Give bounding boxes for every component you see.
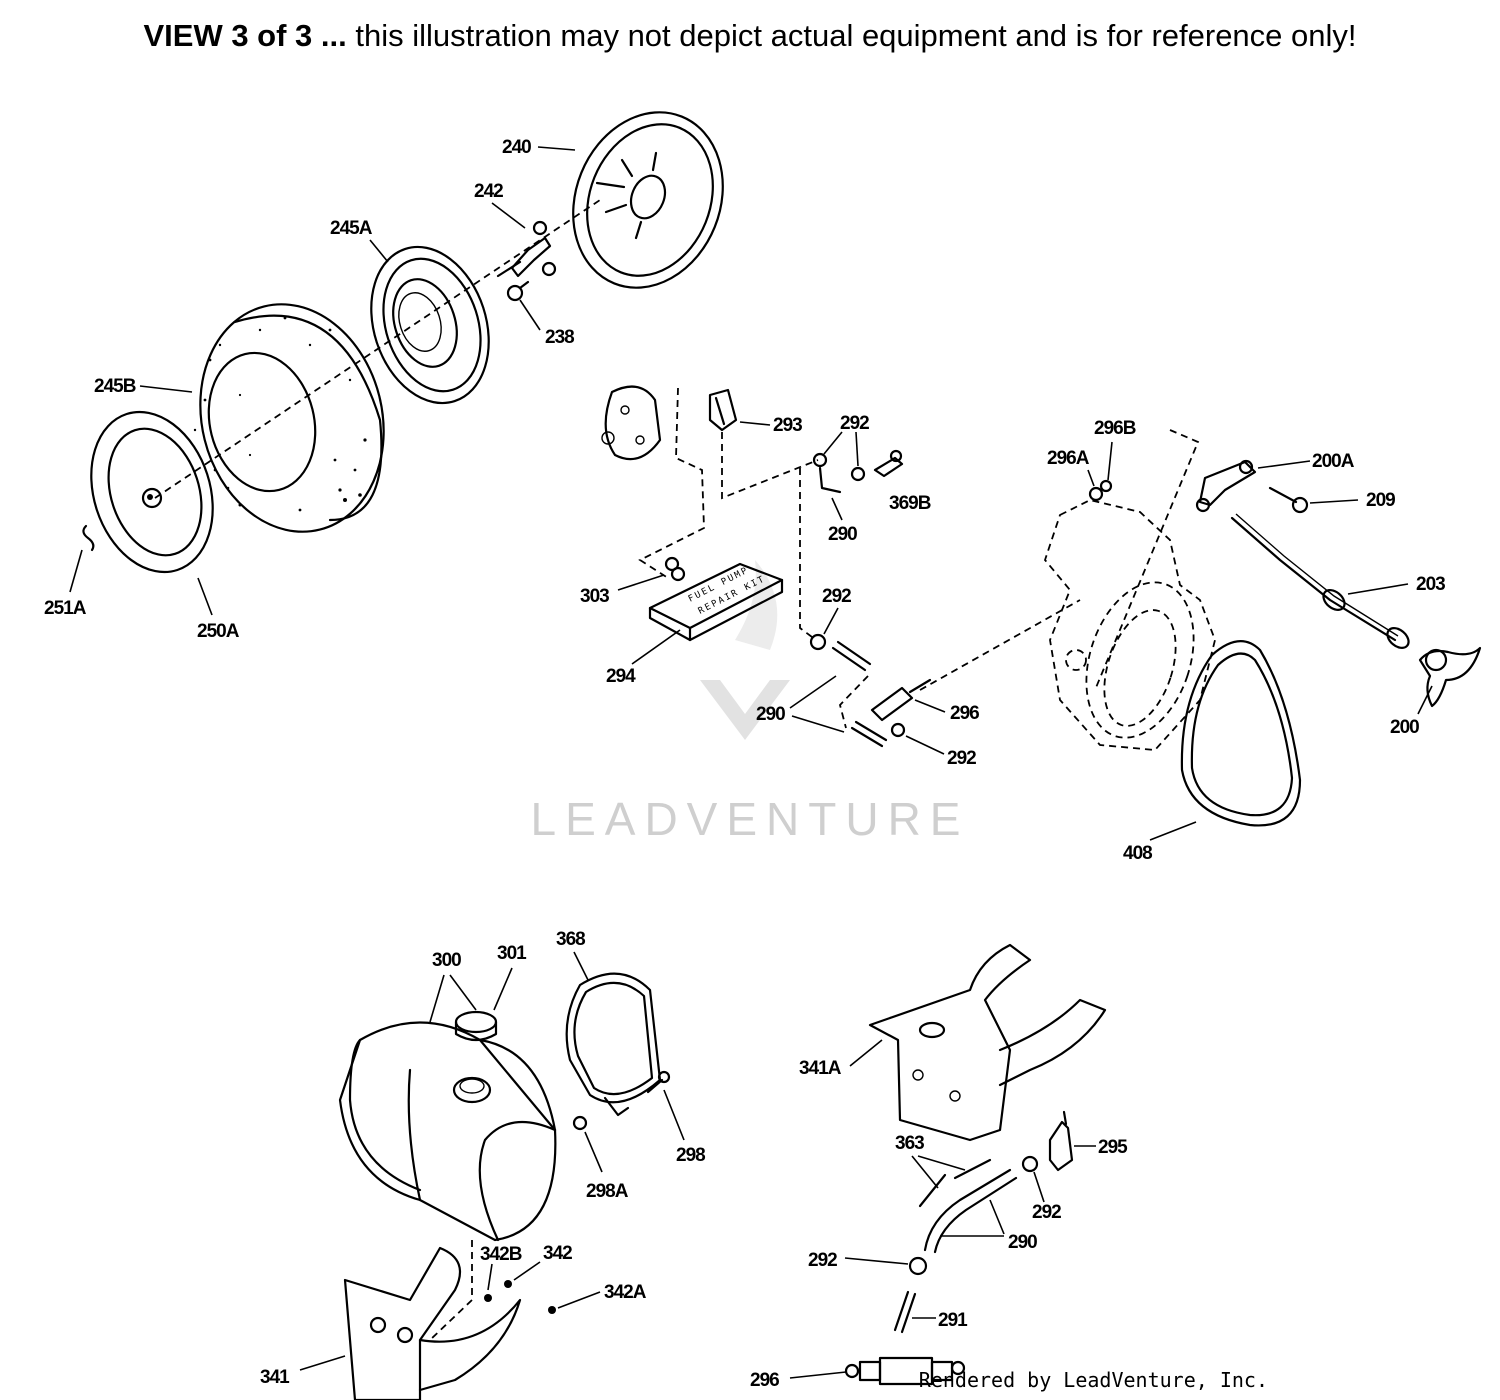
label-200A: 200A (1312, 451, 1355, 472)
label-245A: 245A (330, 218, 373, 239)
label-291: 291 (938, 1310, 968, 1331)
label-342A: 342A (604, 1282, 647, 1303)
header-rest: this illustration may not depict actual … (346, 18, 1357, 53)
fuel-hose-290c (923, 1168, 1018, 1254)
screw-298 (646, 1070, 671, 1094)
pin-342A (548, 1306, 556, 1314)
bracket-200A (1195, 459, 1257, 513)
label-292a: 292 (840, 413, 869, 434)
engine-housing (1043, 499, 1216, 751)
label-292d: 292 (1032, 1202, 1061, 1223)
label-245B: 245B (94, 376, 136, 397)
label-298A: 298A (586, 1181, 629, 1202)
label-293: 293 (773, 415, 802, 436)
label-298: 298 (676, 1145, 705, 1166)
label-342B: 342B (480, 1244, 522, 1265)
tank-strap-368 (565, 972, 662, 1117)
label-292c: 292 (947, 748, 976, 769)
wheel-cover-250A (90, 410, 214, 574)
label-238: 238 (545, 327, 574, 348)
fitting-292c (890, 722, 906, 738)
label-363: 363 (895, 1133, 924, 1154)
mount-bracket-341 (343, 1246, 522, 1400)
label-290c: 290 (1008, 1232, 1037, 1253)
wheel-hub-245A (370, 245, 490, 405)
label-368: 368 (556, 929, 585, 950)
watermark: LEADVENTURE (531, 560, 970, 845)
header-caption: VIEW 3 of 3 ... this illustration may no… (0, 18, 1500, 54)
label-296B: 296B (1094, 418, 1136, 439)
clamp-363 (918, 1158, 992, 1208)
nut-298A (572, 1115, 588, 1131)
fitting-292b (809, 633, 827, 651)
screw-303 (664, 556, 686, 582)
clamp-292d (1021, 1155, 1039, 1173)
bracket-242 (496, 220, 557, 278)
shutoff-valve-296a (870, 678, 932, 722)
label-341: 341 (260, 1367, 290, 1388)
label-251A: 251A (44, 598, 87, 619)
pin-342B (484, 1294, 492, 1302)
clip-251A (82, 524, 95, 552)
fitting-292a (812, 452, 866, 482)
bolt-238 (506, 280, 530, 302)
elbow-369B (873, 449, 904, 478)
label-200: 200 (1390, 717, 1419, 738)
label-240: 240 (502, 137, 531, 158)
label-296b: 296 (750, 1370, 779, 1391)
nut-296A (1088, 486, 1104, 502)
pin-342 (504, 1280, 512, 1288)
part-labels: 240 242 245A 238 245B 251A 250A 293 292 … (44, 137, 1446, 1391)
washer-296B (1099, 479, 1113, 493)
control-knob-200 (1418, 646, 1482, 708)
label-203: 203 (1416, 574, 1445, 595)
label-296a: 296 (950, 703, 979, 724)
fuel-cap-301 (454, 1010, 498, 1042)
fuel-filter-296b (844, 1356, 966, 1386)
label-290a: 290 (828, 524, 857, 545)
throttle-cable-203 (1230, 513, 1410, 649)
screw-209 (1268, 486, 1309, 514)
label-209: 209 (1366, 490, 1395, 511)
label-300: 300 (432, 950, 461, 971)
label-290b: 290 (756, 704, 785, 725)
hose-290a (818, 466, 842, 494)
label-341A: 341A (799, 1058, 842, 1079)
hose-291 (893, 1290, 917, 1334)
label-408: 408 (1123, 843, 1152, 864)
label-250A: 250A (197, 621, 240, 642)
pulley-disc-240 (572, 111, 724, 289)
label-294: 294 (606, 666, 636, 687)
label-369B: 369B (889, 493, 931, 514)
fuel-tank-300 (338, 1021, 557, 1242)
header-bold: VIEW 3 of 3 ... (143, 18, 347, 53)
label-295: 295 (1098, 1137, 1128, 1158)
mount-bracket-341A (868, 943, 1107, 1142)
fuel-pump-293 (601, 385, 662, 461)
label-301: 301 (497, 943, 527, 964)
clamp-292e (908, 1256, 928, 1276)
watermark-text: LEADVENTURE (531, 793, 970, 845)
render-credit: Rendered by LeadVenture, Inc. (918, 1368, 1268, 1392)
label-292e: 292 (808, 1250, 837, 1271)
hose-290b (831, 640, 888, 748)
clamp-293 (708, 388, 738, 432)
label-303: 303 (580, 586, 609, 607)
label-342: 342 (543, 1243, 572, 1264)
tire-245B (193, 303, 385, 533)
label-242: 242 (474, 181, 503, 202)
label-296A: 296A (1047, 448, 1090, 469)
drive-belt-408 (1180, 640, 1302, 827)
label-292b: 292 (822, 586, 851, 607)
shutoff-valve-295 (1048, 1110, 1074, 1172)
